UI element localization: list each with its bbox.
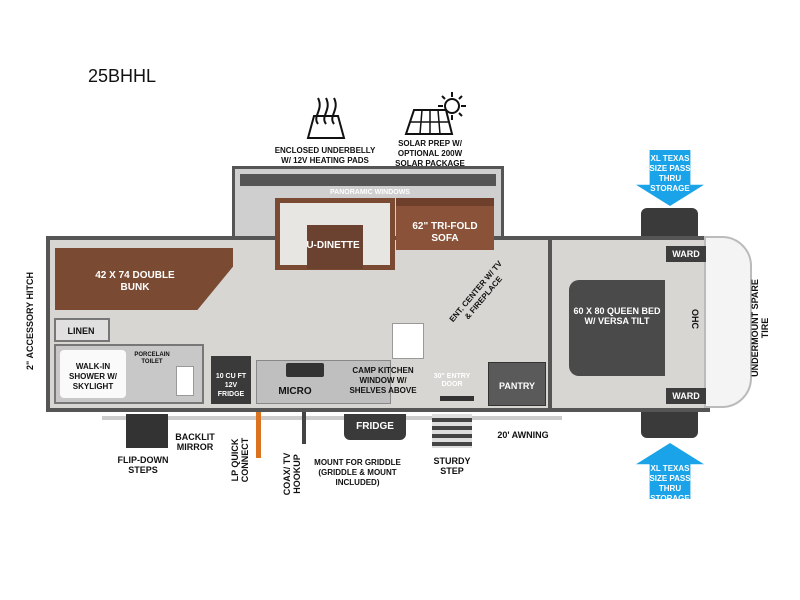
coax-label: COAX/ TV HOOKUP — [282, 452, 302, 496]
micro-label: MICRO — [278, 386, 312, 397]
sofa — [396, 198, 494, 250]
spare-tire-label: UNDERMOUNT SPARE TIRE — [750, 279, 770, 377]
flip-down-steps — [126, 414, 168, 448]
awning-label: 20' AWNING — [497, 430, 549, 440]
kitchen-sink — [392, 323, 424, 359]
bunk-label: 42 X 74 DOUBLE BUNK — [95, 270, 175, 293]
bedroom-wall — [548, 240, 552, 408]
double-bunk — [55, 248, 233, 310]
fridge-12v-label: 10 CU FT 12V FRIDGE — [215, 373, 247, 398]
underbelly-label: ENCLOSED UNDERBELLY W/ 12V HEATING PADS — [274, 146, 376, 165]
hitch-label: 2" ACCESSORY HITCH — [25, 272, 35, 370]
heating-icon — [306, 97, 346, 139]
storage-box-top[interactable] — [641, 208, 698, 238]
model-title: 25BHHL — [88, 66, 157, 86]
flip-steps-label: FLIP-DOWN STEPS — [117, 455, 169, 475]
pantry — [488, 362, 546, 406]
griddle-label: MOUNT FOR GRIDDLE (GRIDDLE & MOUNT INCLU… — [314, 458, 401, 487]
dinette-label: U-DINETTE — [306, 240, 360, 251]
shower — [60, 350, 126, 398]
ward-bottom-label: WARD — [672, 391, 700, 401]
queen-bed-label: 60 X 80 QUEEN BED W/ VERSA TILT — [573, 306, 661, 326]
entry-door-label: 30" ENTRY DOOR — [433, 373, 471, 388]
sturdy-step-label: STURDY STEP — [433, 456, 471, 476]
solar-panel-icon — [404, 92, 466, 135]
front-cap — [704, 236, 752, 408]
fridge-12v — [211, 356, 251, 404]
panoramic-windows-label: PANORAMIC WINDOWS — [330, 189, 410, 196]
entry-door[interactable] — [440, 396, 474, 401]
ward-top-label: WARD — [672, 249, 700, 259]
panoramic-window-bar — [240, 174, 496, 186]
linen-label: LINEN — [67, 326, 95, 336]
toilet-label: PORCELAIN TOILET — [134, 352, 170, 365]
storage-bottom-label: XL TEXAS SIZE PASS THRU STORAGE — [649, 464, 691, 503]
outdoor-fridge — [344, 414, 406, 440]
sturdy-step — [432, 414, 472, 448]
dinette-table — [307, 225, 363, 269]
bath-sink — [176, 366, 194, 396]
awning-rail — [102, 416, 562, 420]
coax-connector — [302, 412, 306, 444]
ward-bottom — [666, 388, 706, 404]
sofa-label: 62" TRI-FOLD SOFA — [412, 221, 478, 244]
lp-connector — [256, 412, 261, 458]
shower-label: WALK-IN SHOWER W/ SKYLIGHT — [69, 362, 117, 391]
linen — [54, 318, 110, 342]
ohc-label: OHC — [690, 309, 700, 329]
storage-top-label: XL TEXAS SIZE PASS THRU STORAGE — [649, 154, 691, 193]
queen-bed — [569, 280, 665, 376]
mirror-label: BACKLIT MIRROR — [175, 432, 215, 452]
outdoor-fridge-label: FRIDGE — [356, 421, 394, 432]
storage-box-bottom[interactable] — [641, 410, 698, 438]
pantry-label: PANTRY — [499, 381, 535, 391]
cooktop — [286, 363, 324, 377]
ward-top — [666, 246, 706, 262]
lp-label: LP QUICK CONNECT — [230, 437, 250, 483]
camp-kitchen-label: CAMP KITCHEN WINDOW W/ SHELVES ABOVE — [349, 366, 417, 395]
solar-label: SOLAR PREP W/ OPTIONAL 200W SOLAR PACKAG… — [395, 139, 465, 168]
